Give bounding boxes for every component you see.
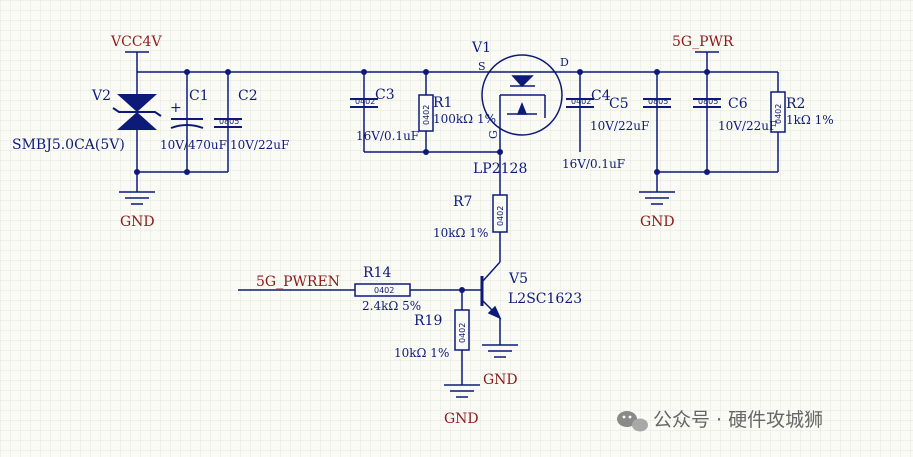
capacitor-c1-icon — [170, 118, 204, 129]
gnd-r19-icon — [444, 384, 480, 398]
net-label-vcc4v: VCC4V — [110, 34, 162, 50]
value-r7: 10kΩ 1% — [433, 226, 488, 240]
value-v2: SMBJ5.0CA(5V) — [12, 137, 125, 153]
designator-c5: C5 — [609, 96, 629, 112]
designator-r1: R1 — [433, 95, 452, 111]
c2-package: 0805 — [219, 117, 239, 126]
resistor-r7-icon — [492, 194, 508, 233]
r2-package: 0402 — [774, 104, 783, 124]
c6-package: 0805 — [698, 97, 718, 106]
capacitor-c3-icon — [350, 98, 378, 108]
net-label-5g-pwr: 5G_PWR — [672, 34, 734, 50]
net-label-5g-pwren: 5G_PWREN — [256, 274, 340, 290]
value-c5: 10V/22uF — [590, 119, 649, 133]
v1-pin-g: G — [487, 130, 500, 139]
value-v5: L2SC1623 — [508, 291, 582, 307]
r1-package: 0402 — [422, 105, 431, 125]
v1-pin-d: D — [560, 56, 569, 69]
designator-r7: R7 — [453, 194, 472, 210]
tvs-diode-v2-icon — [112, 94, 162, 130]
mosfet-v1-icon — [481, 54, 563, 136]
c1-polarity: + — [170, 100, 182, 116]
ground-symbols — [119, 191, 675, 398]
value-r19: 10kΩ 1% — [394, 346, 449, 360]
designator-c6: C6 — [728, 96, 748, 112]
wechat-icon — [617, 411, 648, 432]
value-r1: 100kΩ 1% — [433, 112, 496, 126]
designator-v1: V1 — [471, 40, 491, 56]
capacitor-c6-icon — [693, 98, 721, 108]
gnd-q-icon — [482, 344, 518, 358]
value-r14: 2.4kΩ 5% — [362, 299, 421, 313]
c5-package: 0805 — [648, 97, 668, 106]
designator-r2: R2 — [786, 96, 805, 112]
resistor-r2-icon — [770, 91, 786, 133]
value-c2: 10V/22uF — [230, 138, 289, 152]
resistor-r1-icon — [418, 94, 434, 132]
resistor-r19-icon — [454, 309, 470, 351]
junctions — [134, 69, 710, 293]
designator-c4: C4 — [591, 88, 611, 104]
designator-r14: R14 — [363, 265, 391, 281]
value-c6: 10V/22uF — [718, 119, 777, 133]
gnd-left-icon — [119, 191, 155, 205]
v1-pin-s: S — [478, 60, 486, 73]
watermark-text: 公众号 · 硬件攻城狮 — [653, 409, 823, 431]
r7-package: 0402 — [496, 206, 505, 226]
capacitor-c5-icon — [643, 98, 671, 108]
capacitor-c4-icon — [566, 98, 594, 108]
designator-c2: C2 — [238, 88, 258, 104]
c3-package: 0402 — [355, 97, 375, 106]
c4-package: 0402 — [571, 97, 591, 106]
npn-transistor-v5-icon — [480, 261, 502, 320]
gnd-right-icon — [639, 191, 675, 205]
value-r2: 1kΩ 1% — [786, 113, 834, 127]
net-label-gnd-right: GND — [640, 214, 675, 230]
value-c1: 10V/470uF — [160, 138, 227, 152]
r14-package: 0402 — [374, 286, 394, 295]
value-v1: LP2128 — [473, 161, 527, 177]
capacitor-c2-icon — [214, 118, 242, 128]
resistor-r14-icon — [354, 283, 411, 297]
value-c3: 16V/0.1uF — [356, 129, 419, 143]
designator-c3: C3 — [375, 87, 395, 103]
value-c4: 16V/0.1uF — [562, 157, 625, 171]
r19-package: 0402 — [458, 323, 467, 343]
net-label-gnd-left: GND — [120, 214, 155, 230]
designator-v2: V2 — [91, 88, 111, 104]
designator-v5: V5 — [508, 271, 528, 287]
designator-c1: C1 — [189, 88, 209, 104]
net-label-gnd-r19: GND — [444, 411, 479, 427]
designator-r19: R19 — [414, 313, 442, 329]
net-label-gnd-q: GND — [483, 372, 518, 388]
